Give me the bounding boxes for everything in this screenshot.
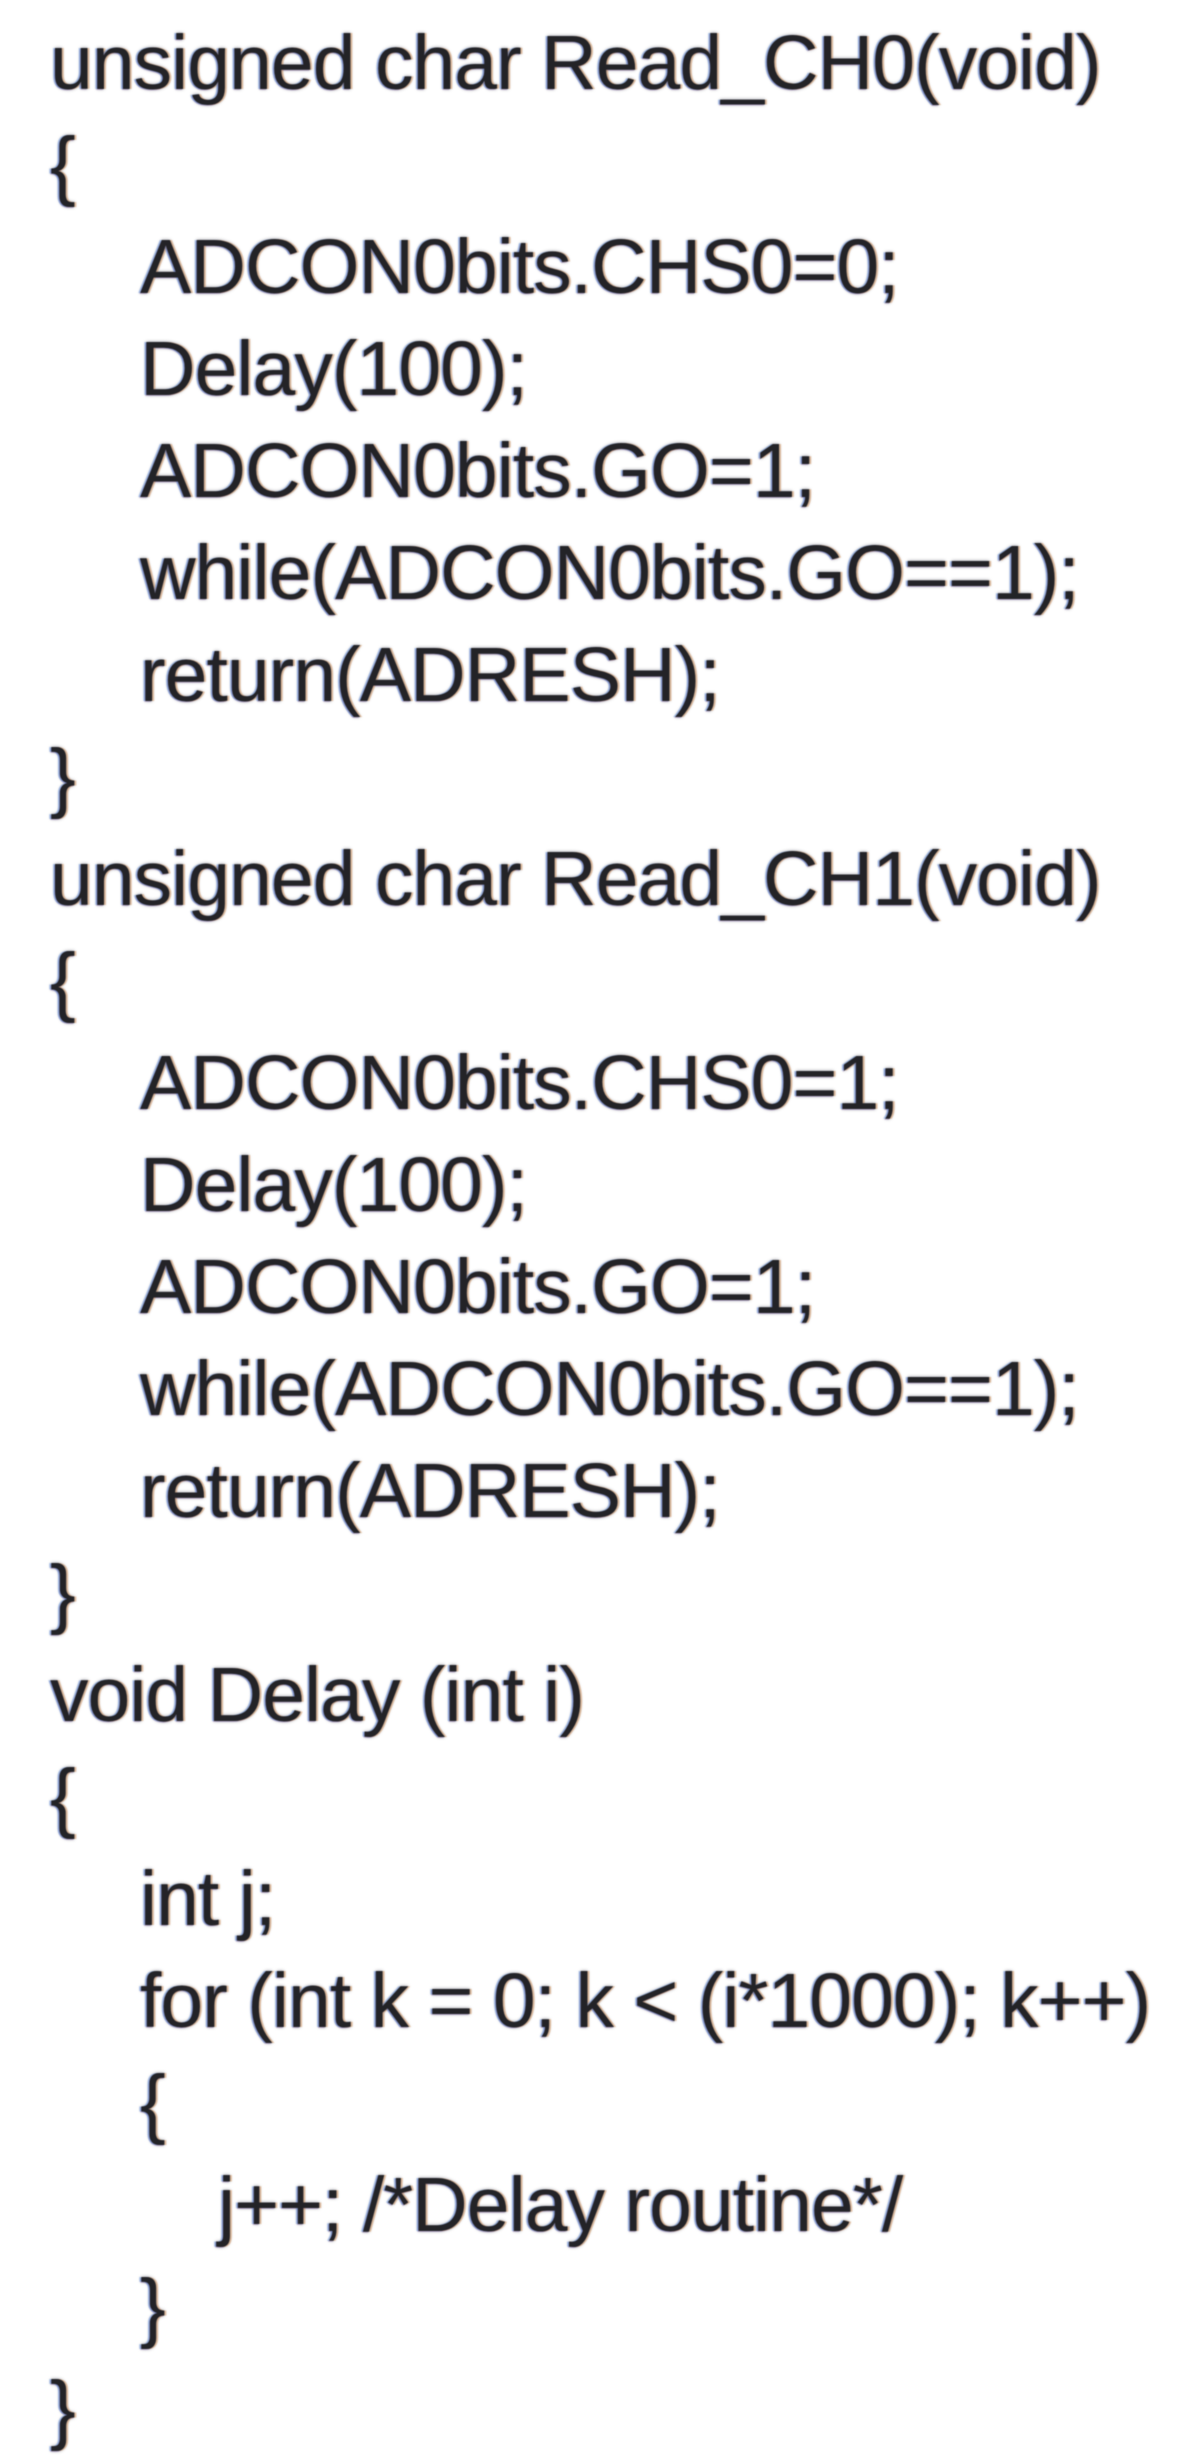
code-line: unsigned char Read_CH0(void) bbox=[50, 20, 1102, 106]
code-line: int j; bbox=[140, 1856, 276, 1942]
code-line: } bbox=[140, 2264, 166, 2350]
code-line: } bbox=[50, 734, 76, 820]
code-line: Delay(100); bbox=[140, 326, 528, 412]
code-line: void Delay (int i) bbox=[50, 1652, 585, 1738]
code-line: j++; /*Delay routine*/ bbox=[218, 2162, 903, 2248]
code-line: while(ADCON0bits.GO==1); bbox=[140, 1346, 1080, 1432]
code-line: } bbox=[50, 2366, 76, 2452]
code-line: ADCON0bits.GO=1; bbox=[140, 428, 816, 514]
code-line: for (int k = 0; k < (i*1000); k++) bbox=[140, 1958, 1151, 2044]
code-line: return(ADRESH); bbox=[140, 632, 721, 718]
code-line: { bbox=[50, 1754, 76, 1840]
code-line: while(ADCON0bits.GO==1); bbox=[140, 530, 1080, 616]
code-line: unsigned char Read_CH1(void) bbox=[50, 836, 1102, 922]
code-line: ADCON0bits.GO=1; bbox=[140, 1244, 816, 1330]
code-line: return(ADRESH); bbox=[140, 1448, 721, 1534]
code-snippet: unsigned char Read_CH0(void) { ADCON0bit… bbox=[0, 12, 1193, 2460]
code-line: { bbox=[140, 2060, 166, 2146]
code-line: ADCON0bits.CHS0=0; bbox=[140, 224, 900, 310]
code-line: { bbox=[50, 122, 76, 208]
code-line: Delay(100); bbox=[140, 1142, 528, 1228]
code-line: ADCON0bits.CHS0=1; bbox=[140, 1040, 900, 1126]
code-line: } bbox=[50, 1550, 76, 1636]
code-line: { bbox=[50, 938, 76, 1024]
